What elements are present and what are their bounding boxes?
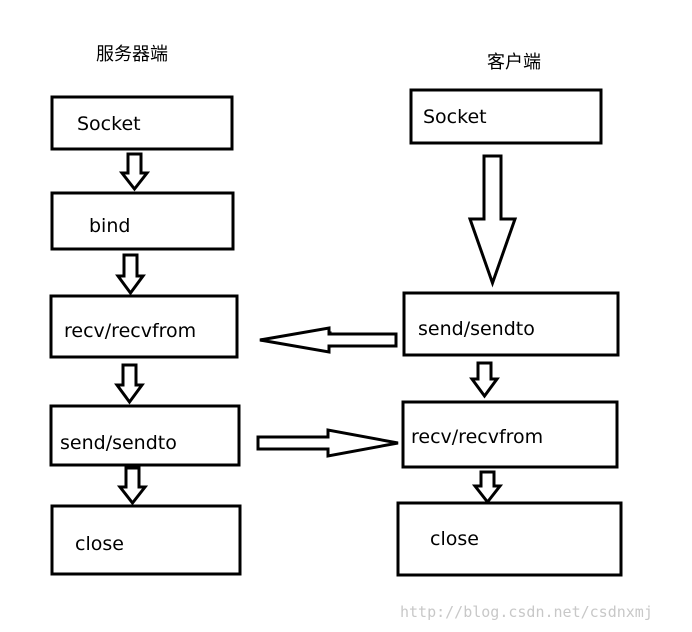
server-step-socket: Socket	[50, 95, 234, 151]
client-step-socket: Socket	[409, 88, 603, 145]
server-step-recv: recv/recvfrom	[49, 294, 239, 359]
server-send-box	[49, 404, 241, 467]
left-arrow-icon	[259, 326, 398, 354]
client-step-send: send/sendto	[402, 291, 620, 357]
client-column-title: 客户端	[487, 52, 541, 73]
client-socket-label: Socket	[423, 106, 487, 128]
server-step-send: send/sendto	[49, 404, 241, 467]
client-send-box	[402, 291, 620, 357]
server-socket-box	[50, 95, 234, 151]
server-send-label: send/sendto	[60, 432, 177, 454]
down-arrow-icon	[118, 152, 151, 192]
client-close-box	[396, 501, 623, 577]
client-step-recv: recv/recvfrom	[401, 400, 619, 469]
client-close-label: close	[430, 528, 479, 550]
server-close-box	[50, 504, 242, 576]
server-step-close: close	[50, 504, 242, 576]
down-arrow-icon	[471, 470, 504, 505]
server-close-label: close	[75, 533, 124, 555]
server-column-title: 服务器端	[96, 44, 168, 65]
client-socket-box	[409, 88, 603, 145]
client-recv-box	[401, 400, 619, 469]
client-recv-label: recv/recvfrom	[411, 426, 543, 448]
down-arrow-icon	[114, 363, 145, 405]
server-recv-label: recv/recvfrom	[64, 320, 196, 342]
server-step-bind: bind	[50, 191, 235, 251]
down-arrow-icon	[469, 361, 500, 399]
down-arrow-icon	[467, 154, 518, 288]
server-socket-label: Socket	[77, 113, 141, 135]
client-send-label: send/sendto	[418, 318, 535, 340]
watermark-text: http://blog.csdn.net/csdnxmj	[400, 603, 653, 621]
client-step-close: close	[396, 501, 623, 577]
down-arrow-icon	[116, 466, 149, 506]
server-recv-box	[49, 294, 239, 359]
right-arrow-icon	[256, 428, 399, 458]
server-bind-box	[50, 191, 235, 251]
down-arrow-icon	[115, 253, 146, 296]
server-bind-label: bind	[89, 215, 130, 237]
